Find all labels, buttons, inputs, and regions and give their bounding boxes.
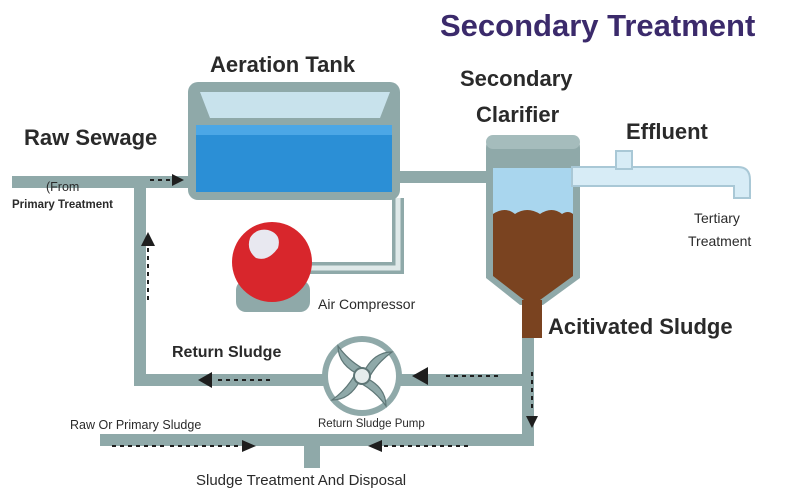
tertiary-label-2: Treatment (688, 233, 752, 249)
aeration-tank (188, 82, 400, 200)
sludge-disposal-outlet (304, 440, 320, 468)
effluent-pipe (571, 150, 751, 199)
aeration-tank-water (196, 130, 392, 192)
waste-sludge-pipe (100, 380, 534, 446)
flow-arrowheads (141, 174, 538, 452)
effluent-pipe-body (571, 166, 751, 199)
effluent-label: Effluent (626, 119, 708, 144)
air-line-pipe (300, 198, 404, 274)
clarifier-sludge-outlet (522, 300, 542, 338)
secondary-clarifier (486, 135, 580, 338)
secondary-clarifier-label-2: Clarifier (476, 102, 560, 127)
air-compressor (232, 222, 312, 312)
secondary-clarifier-label-1: Secondary (460, 66, 573, 91)
air-compressor-label: Air Compressor (318, 296, 416, 312)
sludge-treatment-label: Sludge Treatment And Disposal (196, 472, 407, 489)
flow-arrows (112, 179, 533, 447)
arrowhead-inlet (172, 174, 184, 186)
from-primary-label-2: Primary Treatment (12, 199, 113, 211)
from-primary-label-1: (From (46, 180, 80, 194)
aeration-tank-label: Aeration Tank (210, 52, 356, 77)
pump-outlet-pipe (395, 338, 534, 386)
arrowhead-waste2 (242, 440, 256, 452)
return-sludge-label: Return Sludge (172, 344, 282, 361)
clarifier-clear-water (493, 168, 573, 214)
arrowhead-up (141, 232, 155, 246)
arrowhead-return (198, 372, 212, 388)
return-sludge-pump (322, 336, 402, 416)
arrowhead-waste (368, 440, 382, 452)
activated-sludge-label: Acitivated Sludge (548, 314, 733, 339)
raw-or-primary-sludge-label: Raw Or Primary Sludge (70, 418, 202, 432)
diagram-title: Secondary Treatment (440, 8, 756, 43)
effluent-pipe-valve (615, 150, 633, 170)
clarifier-sludge-layer (493, 210, 573, 300)
aeration-tank-lid (200, 92, 390, 118)
clarifier-top-cap (486, 135, 580, 149)
air-line-inner (300, 198, 401, 271)
arrowhead-down (526, 416, 538, 428)
raw-sewage-label: Raw Sewage (24, 125, 158, 150)
pump-hub (353, 367, 371, 385)
arrowhead-to-pump (412, 367, 428, 385)
aeration-tank-water-surface (196, 125, 392, 135)
return-sludge-pump-label: Return Sludge Pump (318, 418, 425, 430)
air-compressor-highlight (248, 229, 279, 259)
pump-impeller-icon (330, 344, 394, 408)
tertiary-label-1: Tertiary (694, 210, 740, 226)
